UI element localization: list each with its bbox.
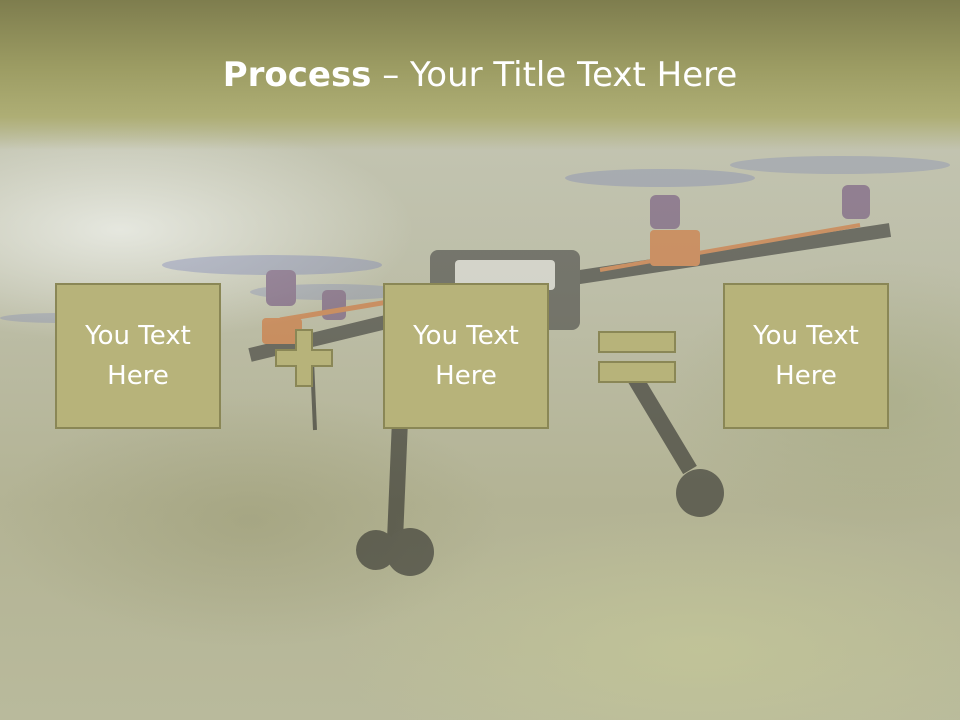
process-box-2-label: You Text Here <box>413 321 519 391</box>
process-box-3-label: You Text Here <box>753 321 859 391</box>
title-bold: Process <box>222 55 372 95</box>
title-rest: – Your Title Text Here <box>371 55 738 95</box>
process-box-1-label: You Text Here <box>85 321 191 391</box>
page-title: Process – Your Title Text Here <box>0 52 960 98</box>
process-box-3[interactable]: You Text Here <box>723 283 889 429</box>
plus-icon <box>275 329 333 387</box>
process-box-2[interactable]: You Text Here <box>383 283 549 429</box>
process-box-1[interactable]: You Text Here <box>55 283 221 429</box>
equals-icon <box>598 331 676 383</box>
title-band <box>0 0 960 150</box>
